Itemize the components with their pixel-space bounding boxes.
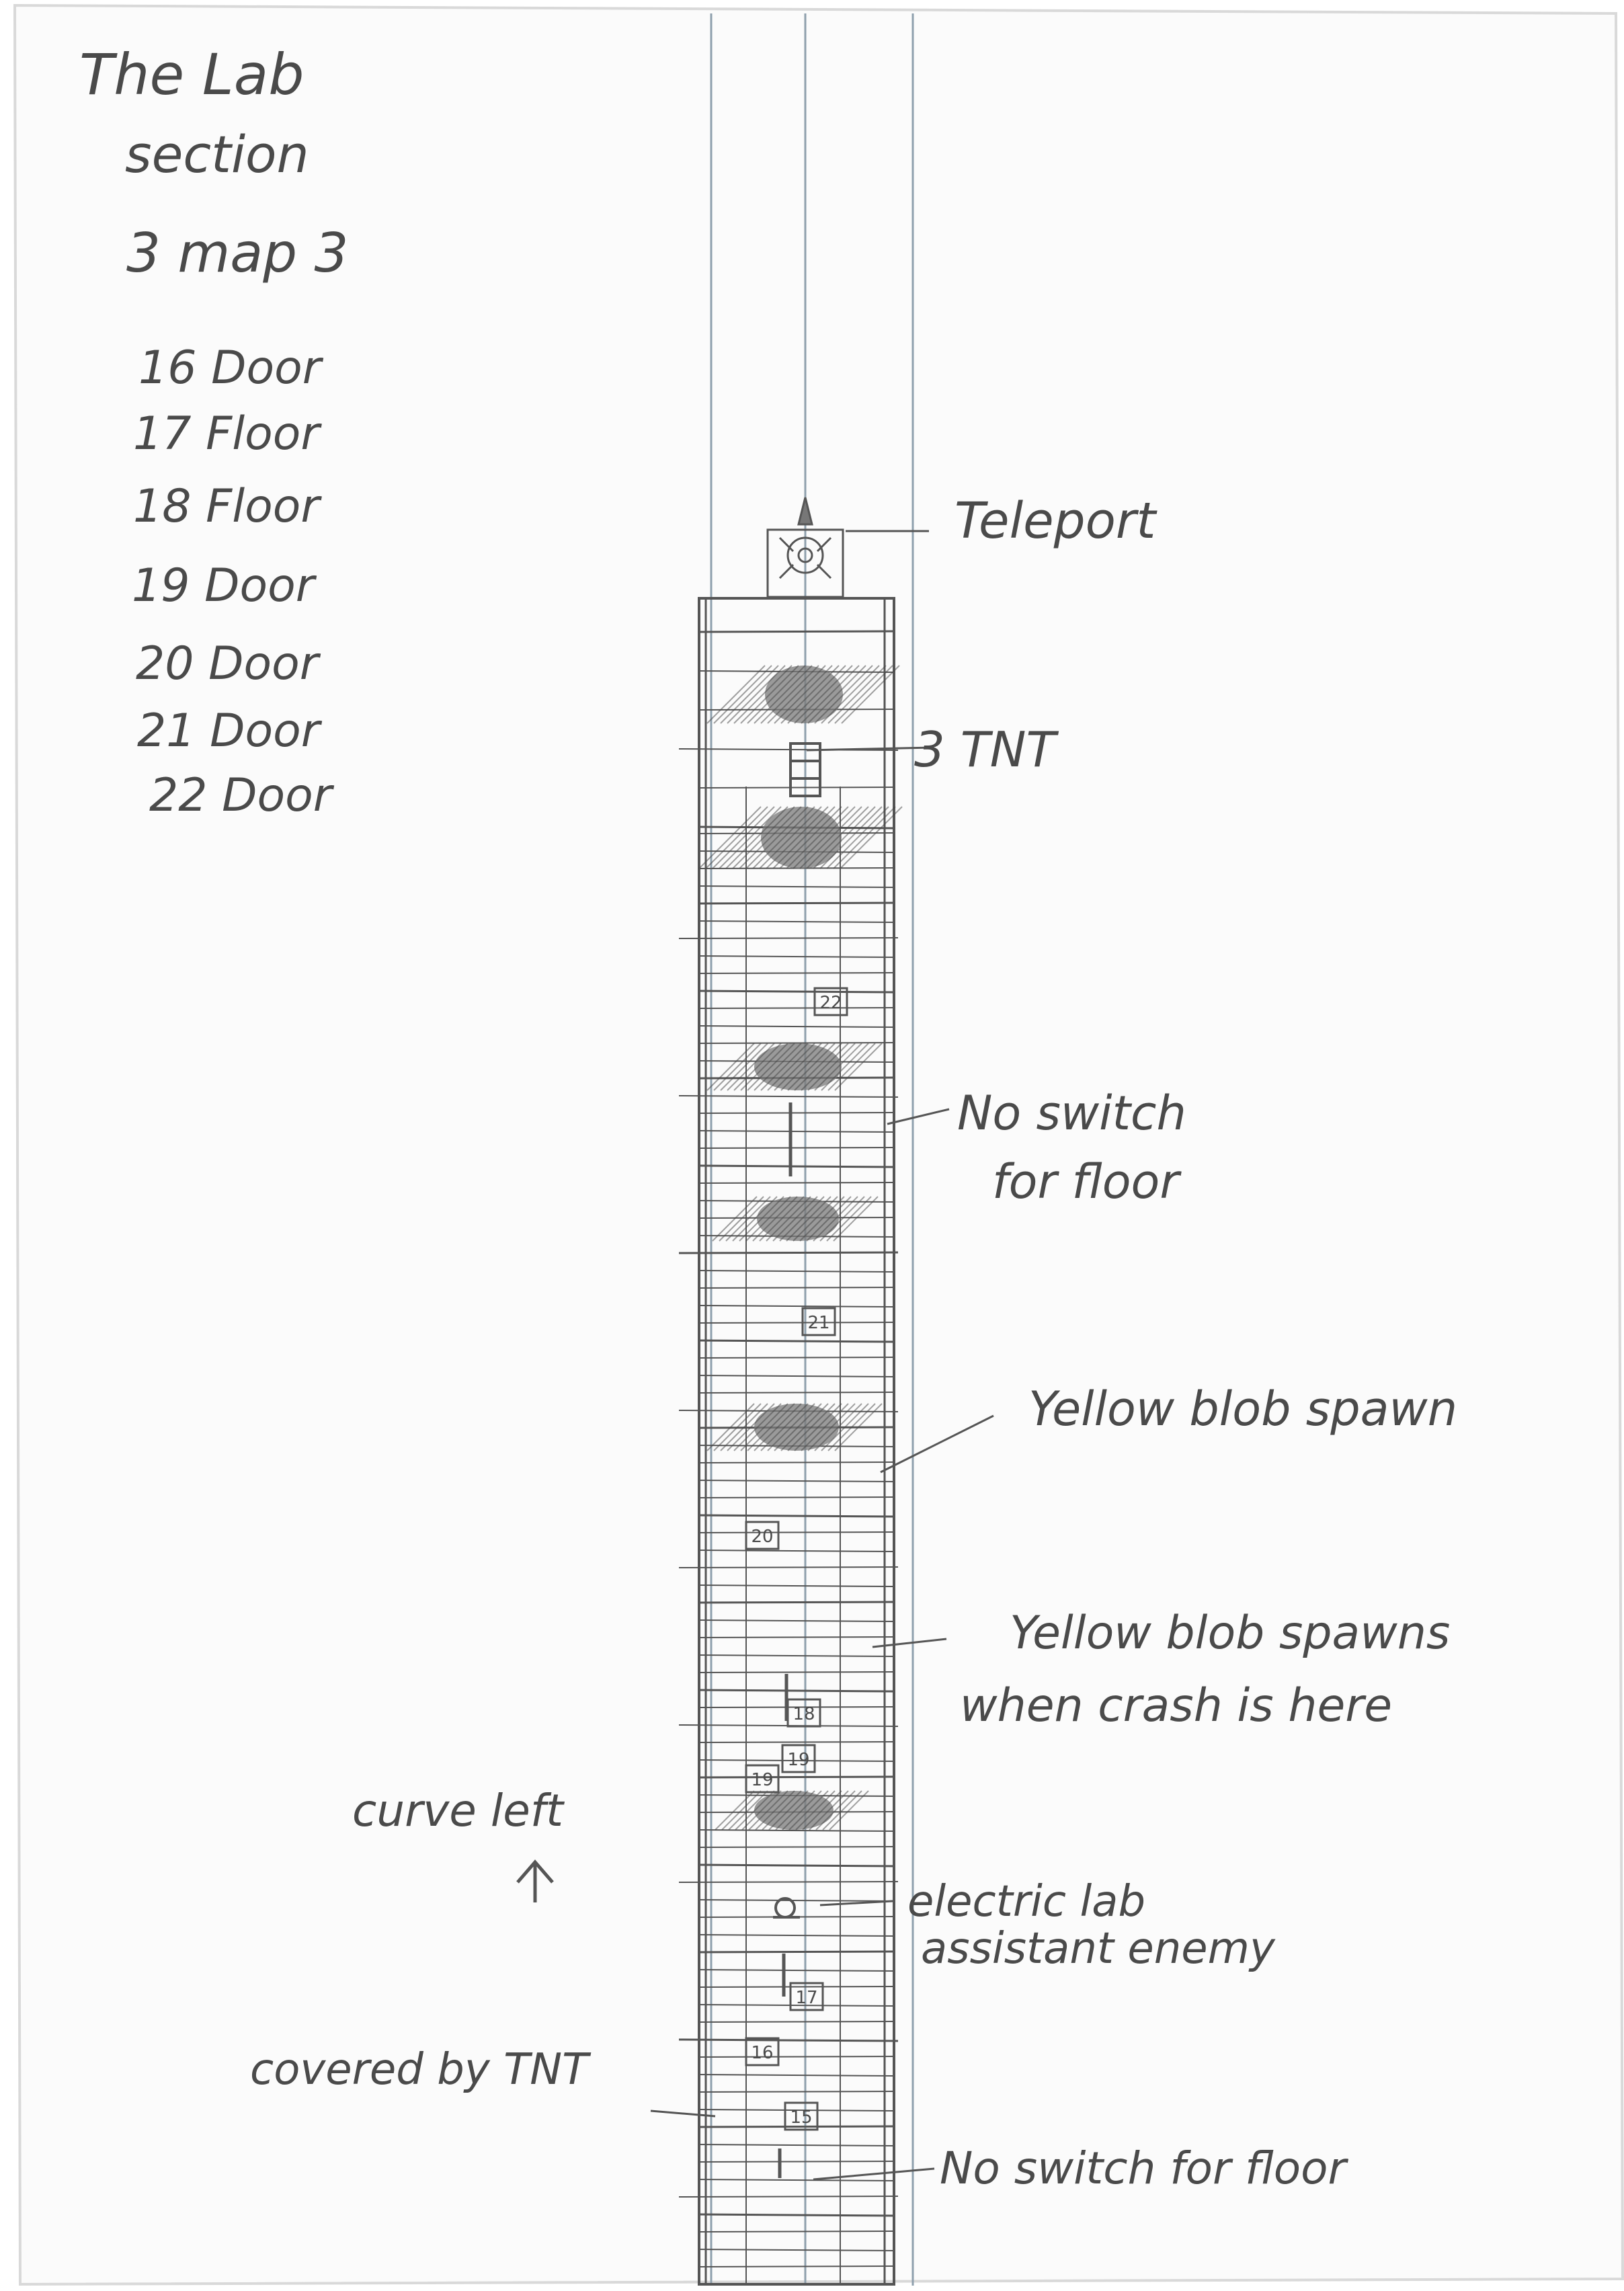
corridor-rung <box>699 631 894 632</box>
door-marker-label: 15 <box>790 2107 812 2128</box>
legend-item: 17 Floor <box>133 407 322 460</box>
no-switch-top-label: No switch <box>957 1086 1186 1141</box>
corridor-rung <box>699 1497 894 1498</box>
corridor-rung <box>699 2214 894 2216</box>
corridor-rung <box>699 1182 894 1183</box>
legend-item: 20 Door <box>136 637 321 690</box>
corridor-rung <box>699 2266 894 2267</box>
door-marker-label: 22 <box>819 993 842 1013</box>
corridor-rung <box>699 1357 894 1358</box>
corridor-rung <box>699 787 894 788</box>
lab-assistant-label: electric lab <box>907 1877 1145 1927</box>
corridor-rung <box>699 1166 894 1167</box>
yellow-blob-crash-label: when crash is here <box>960 1679 1392 1732</box>
corridor-rung <box>699 1287 894 1288</box>
teleport-label: Teleport <box>955 492 1158 550</box>
legend-item: 19 Door <box>132 559 317 612</box>
tnt-label: 3 TNT <box>914 721 1059 778</box>
door-legend: 16 Door 17 Floor 18 Floor 19 Door 20 Doo… <box>132 341 335 822</box>
yellow-blob-crash-label: Yellow blob spawns <box>1010 1607 1450 1660</box>
corridor-rung <box>699 2056 894 2057</box>
corridor-rung <box>679 2196 898 2197</box>
yellow-blob-spawn-label: Yellow blob spawn <box>1028 1381 1457 1437</box>
corridor-rung <box>699 1637 894 1638</box>
map-section: section <box>125 124 309 184</box>
map-title: The Lab <box>79 42 304 108</box>
corridor-rung <box>699 1602 894 1603</box>
corridor-rung <box>699 2231 894 2232</box>
corridor-rung <box>699 1690 894 1691</box>
corridor-rung <box>699 2021 894 2022</box>
corridor-rung <box>699 2161 894 2162</box>
door-marker-label: 19 <box>787 1750 809 1770</box>
corridor-rung <box>699 1392 894 1393</box>
curve-left-label: curve left <box>352 1785 565 1837</box>
corridor-rung <box>699 1462 894 1463</box>
no-switch-bottom-label: No switch for floor <box>940 2142 1349 2194</box>
corridor-rung <box>699 2091 894 2092</box>
covered-by-tnt-label: covered by TNT <box>250 2045 592 2095</box>
no-switch-top-label: for floor <box>992 1154 1182 1209</box>
legend-item: 18 Floor <box>133 480 322 533</box>
corridor-rung <box>699 1672 894 1673</box>
door-marker-label: 17 <box>795 1988 817 2008</box>
corridor-rung <box>699 1322 894 1323</box>
corridor-rung <box>699 1340 894 1342</box>
corridor-rung <box>699 1532 894 1533</box>
corridor-rung <box>679 2040 898 2041</box>
corridor-rung <box>699 1865 894 1866</box>
legend-item: 16 Door <box>138 341 324 395</box>
corridor-rung <box>679 1252 898 1253</box>
door-marker-label: 19 <box>751 1770 773 1790</box>
door-marker-label: 21 <box>807 1313 829 1333</box>
corridor-rung <box>699 1986 894 1987</box>
door-marker-label: 16 <box>751 2043 773 2063</box>
legend-item: 21 Door <box>137 705 323 758</box>
map-number: 3 map 3 <box>126 222 348 284</box>
lab-assistant-label: assistant enemy <box>921 1924 1276 1974</box>
door-marker-label: 18 <box>793 1704 815 1724</box>
door-marker-label: 20 <box>751 1527 773 1547</box>
corridor-rung <box>699 1515 894 1517</box>
corridor-rung <box>679 1567 898 1568</box>
legend-item: 22 Door <box>149 769 335 822</box>
corridor-rung <box>699 991 894 992</box>
